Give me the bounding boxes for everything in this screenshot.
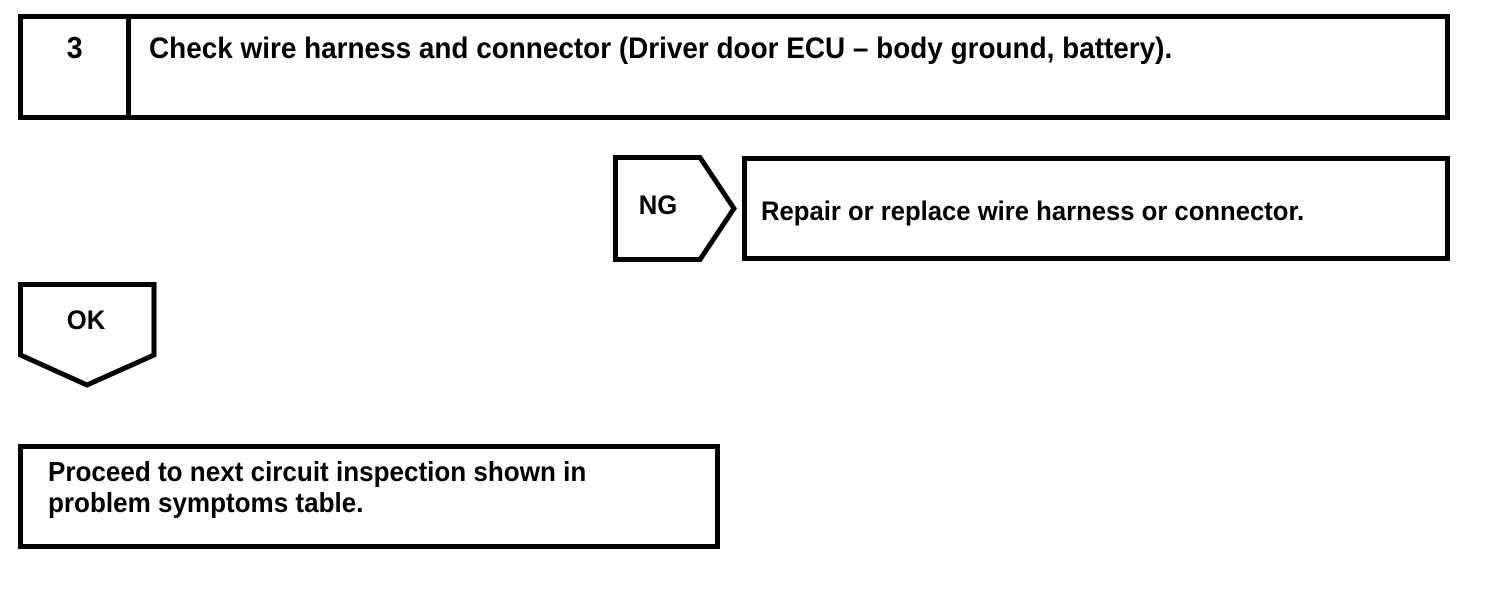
pentagon-arrow-down-icon (18, 282, 157, 388)
step-number-cell: 3 (23, 19, 131, 115)
ok-result-box: Proceed to next circuit inspection shown… (18, 444, 720, 549)
ok-result-line-1: Proceed to next circuit inspection shown… (48, 456, 587, 487)
ng-branch-label: NG (638, 190, 678, 220)
ng-result-box: Repair or replace wire harness or connec… (742, 156, 1450, 261)
ok-result-line-2: problem symptoms table. (48, 487, 364, 519)
pentagon-arrow-right-icon (613, 155, 738, 262)
ng-branch-connector: NG (610, 152, 740, 265)
ng-result-text: Repair or replace wire harness or connec… (761, 196, 1305, 226)
ok-result-text: Proceed to next circuit inspection shown… (48, 456, 661, 519)
step-instruction-text: Check wire harness and connector (Driver… (149, 32, 1173, 65)
ok-branch-connector: OK (15, 279, 160, 394)
ok-branch-label: OK (66, 305, 106, 335)
step-number: 3 (66, 30, 83, 65)
step-instruction-box: 3 Check wire harness and connector (Driv… (18, 14, 1450, 120)
